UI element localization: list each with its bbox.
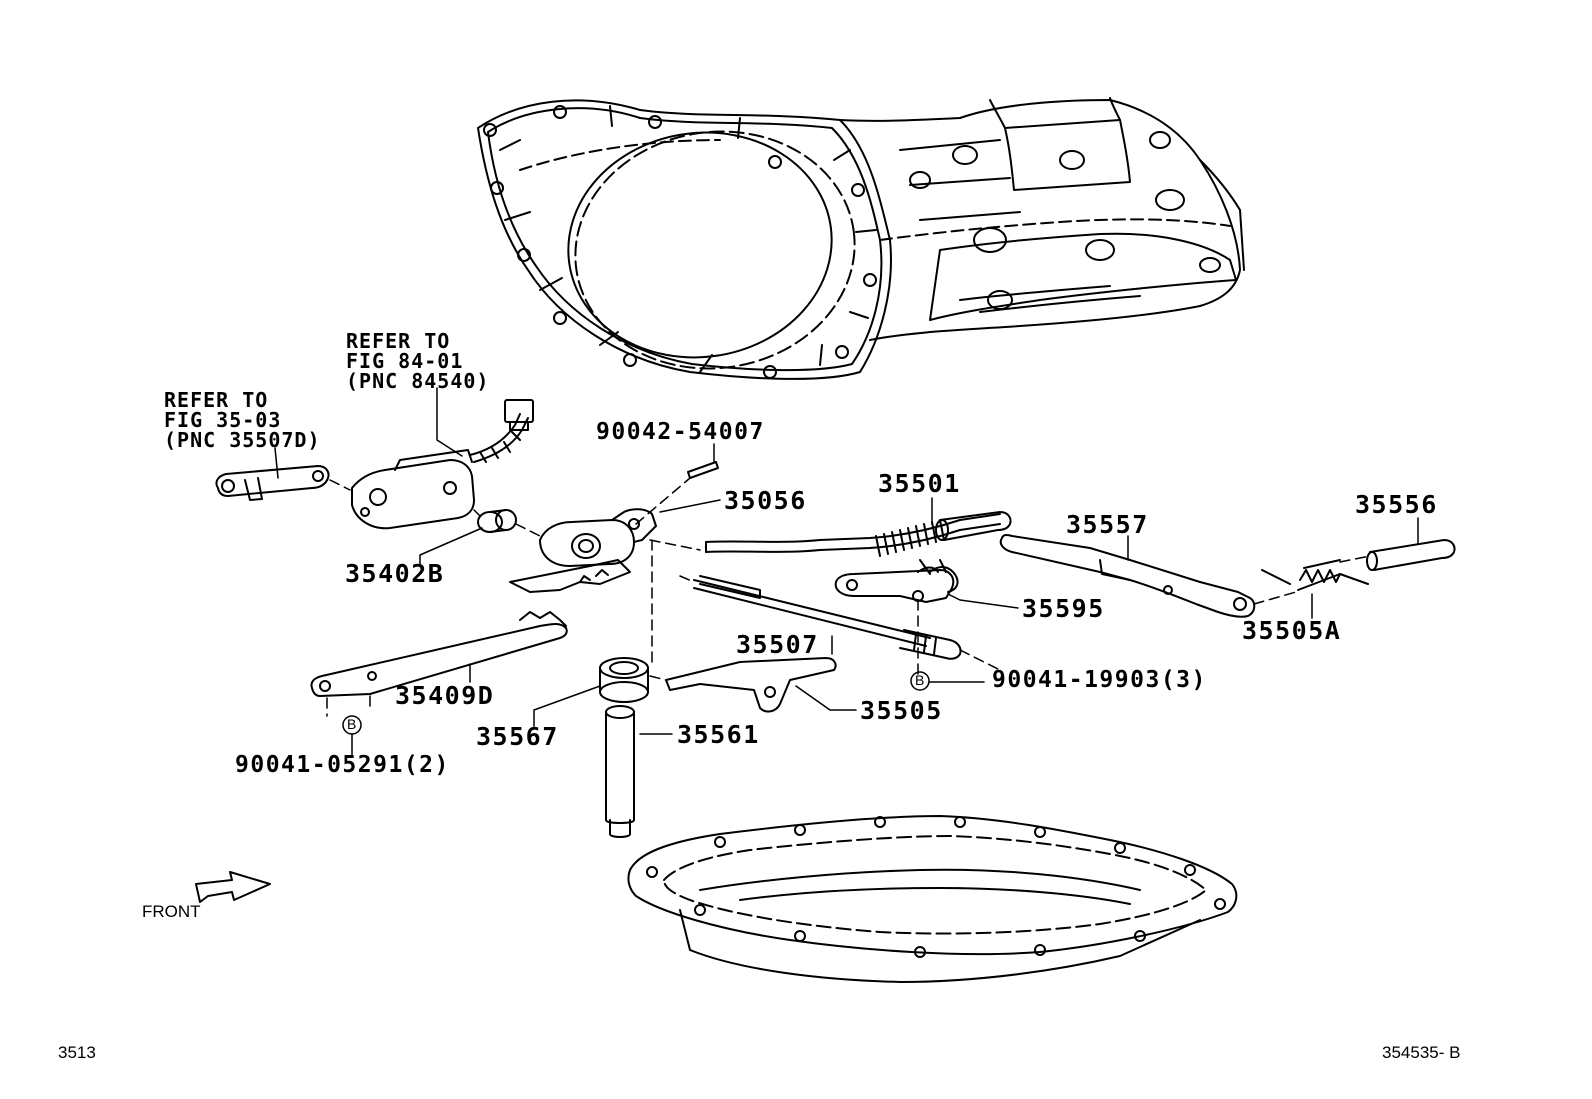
assembly-lines [326, 477, 1371, 717]
leader-lines [274, 387, 1419, 757]
refer-note-line: FIG 84-01 [346, 349, 464, 373]
callout-35567: 35567 [476, 722, 559, 751]
detent-lever-drawing [665, 657, 837, 713]
figure-number: 3513 [58, 1043, 96, 1062]
pawl-pin-drawing [1366, 539, 1456, 571]
collar-35402B-drawing [477, 509, 517, 533]
callout-35056: 35056 [724, 486, 807, 515]
callout-35505: 35505 [860, 696, 943, 725]
callout-35507: 35507 [736, 630, 819, 659]
lower-shaft-drawing [605, 705, 635, 838]
bolt-marker-right-letter: B [915, 672, 925, 688]
manual-shaft-drawing [693, 575, 962, 660]
callout-35402B: 35402B [345, 559, 445, 588]
bolt-marker-left-letter: B [347, 716, 357, 732]
callout-35595: 35595 [1022, 594, 1105, 623]
bolt-marker-left [342, 715, 362, 735]
refer-note-line: FIG 35-03 [164, 408, 282, 432]
front-label: FRONT [142, 902, 201, 921]
callout-35505A: 35505A [1242, 616, 1342, 645]
detent-plate-drawing [509, 508, 657, 593]
refer-note-line: REFER TO [346, 329, 451, 353]
callout-35409D: 35409D [395, 681, 495, 710]
transmission-case-drawing [477, 97, 1245, 380]
illustration-code: 354535- B [1382, 1043, 1461, 1062]
refer-note-line: REFER TO [164, 388, 269, 412]
callout-90041-05291: 90041-05291(2) [235, 752, 450, 778]
oil-pan-drawing [627, 815, 1238, 983]
rod-bracket-drawing [310, 611, 568, 697]
shaft-sleeve-drawing [599, 657, 649, 703]
parking-pawl-drawing [999, 533, 1256, 618]
bolt-marker-right [910, 671, 930, 691]
neutral-start-switch-drawing [351, 399, 534, 530]
callout-35501: 35501 [878, 469, 961, 498]
control-rod-link-drawing [215, 465, 330, 501]
front-arrow-icon [195, 871, 271, 903]
spring-pin-drawing [687, 461, 719, 479]
callout-35556: 35556 [1355, 490, 1438, 519]
refer-note-harness: REFER TO FIG 84-01 (PNC 84540) [346, 331, 489, 391]
pawl-spring-drawing [1261, 559, 1369, 591]
callout-35561: 35561 [677, 720, 760, 749]
parking-rod-drawing [705, 511, 1012, 557]
callout-90042-54007: 90042-54007 [596, 419, 765, 445]
refer-note-line: (PNC 35507D) [164, 428, 321, 452]
refer-note-control-rod: REFER TO FIG 35-03 (PNC 35507D) [164, 390, 321, 450]
callout-35557: 35557 [1066, 510, 1149, 539]
callout-90041-19903: 90041-19903(3) [992, 667, 1207, 693]
pawl-bracket-drawing [834, 559, 959, 603]
refer-note-line: (PNC 84540) [346, 369, 490, 393]
